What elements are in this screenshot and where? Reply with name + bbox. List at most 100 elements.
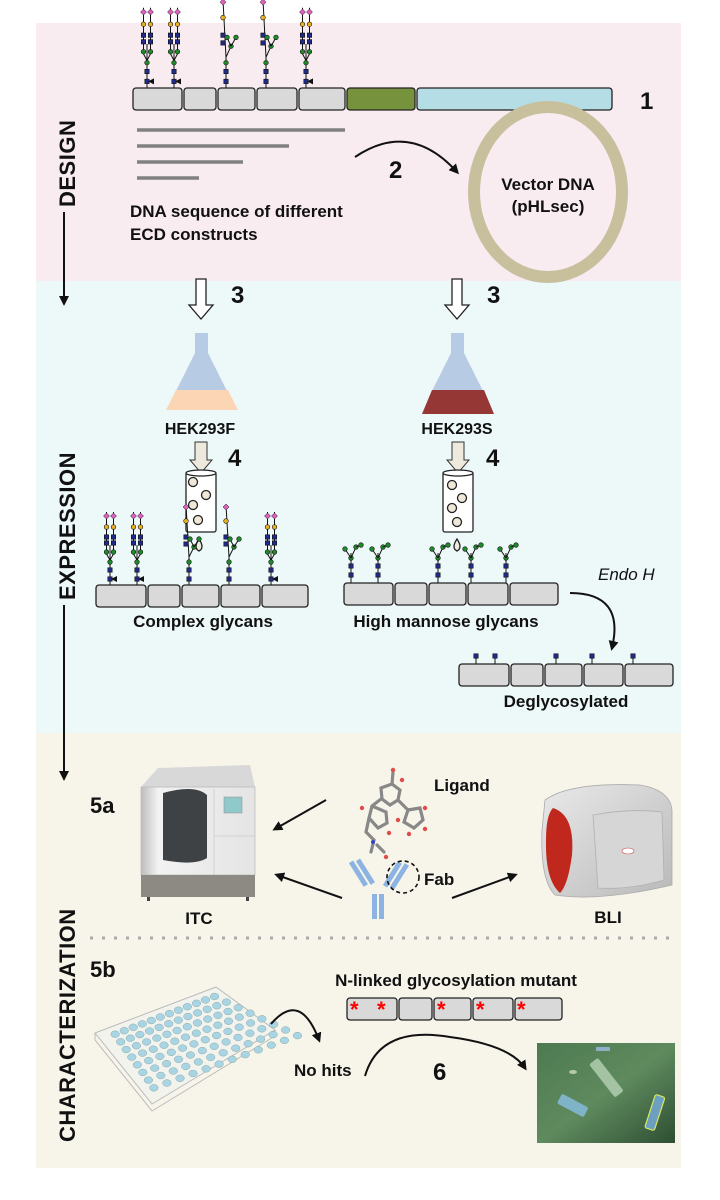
plate-well bbox=[231, 1044, 241, 1052]
stage-characterization-label: CHARACTERIZATION bbox=[55, 908, 80, 1142]
plate-well bbox=[212, 1031, 222, 1040]
stage-expression-label: EXPRESSION bbox=[55, 452, 80, 600]
plate-well bbox=[121, 1045, 131, 1054]
plate-well bbox=[170, 1037, 180, 1045]
sialic-acid-residue bbox=[219, 0, 227, 6]
ecd-domain bbox=[298, 87, 346, 111]
single-glcnac-stubs bbox=[473, 653, 636, 664]
ecd-domain bbox=[544, 663, 583, 687]
glcnac-residue bbox=[220, 32, 226, 38]
glcnac-residue bbox=[299, 32, 305, 38]
mannose-residue bbox=[342, 546, 348, 552]
plate-well bbox=[142, 1038, 152, 1046]
expression-panel bbox=[36, 281, 681, 733]
plate-well bbox=[119, 1027, 129, 1035]
glcnac-residue bbox=[223, 78, 229, 84]
step-3-right-label: 3 bbox=[487, 282, 500, 309]
ecd-domain bbox=[256, 87, 298, 111]
mannose-residue bbox=[358, 542, 364, 548]
plate-well bbox=[214, 1060, 224, 1068]
mannose-residue bbox=[385, 542, 391, 548]
plate-well bbox=[183, 1012, 193, 1021]
glycan-bond bbox=[302, 53, 307, 61]
plate-well bbox=[182, 1003, 192, 1011]
glcnac-residue bbox=[131, 540, 137, 546]
glycan-bond bbox=[305, 53, 310, 61]
mutant-label: N-linked glycosylation mutant bbox=[335, 971, 577, 990]
plate-well bbox=[137, 1020, 147, 1028]
construct-caption-line1: DNA sequence of different bbox=[130, 202, 343, 221]
glcnac-residue bbox=[263, 78, 269, 84]
plate-well bbox=[191, 999, 202, 1007]
plate-well bbox=[223, 1027, 233, 1036]
plate-well bbox=[200, 996, 211, 1004]
mannose-residue bbox=[369, 546, 375, 552]
plate-well bbox=[234, 1013, 244, 1021]
plate-well bbox=[132, 1061, 142, 1069]
ecd-domain bbox=[95, 584, 147, 608]
plate-well bbox=[223, 1017, 234, 1025]
mannose-residue bbox=[268, 559, 274, 565]
sialic-acid-residue bbox=[130, 512, 137, 520]
plate-well bbox=[185, 1051, 195, 1059]
glycan-bond bbox=[173, 53, 178, 61]
mannose-residue bbox=[187, 536, 193, 542]
plate-well bbox=[227, 1055, 237, 1063]
plate-well bbox=[257, 1025, 267, 1033]
high-mannose-protein bbox=[342, 542, 559, 606]
mannose-residue bbox=[226, 559, 232, 565]
glcnac-residue bbox=[223, 541, 229, 547]
glcnac-residue bbox=[223, 69, 229, 75]
galactose-residue bbox=[174, 21, 181, 27]
mannose-residue bbox=[147, 49, 154, 55]
plate-well bbox=[144, 1027, 155, 1035]
deglycosylated-protein bbox=[458, 653, 674, 687]
complex-glycans-label: Complex glycans bbox=[133, 612, 273, 631]
itc-label: ITC bbox=[185, 909, 212, 928]
sialic-acid-residue bbox=[110, 512, 117, 520]
sialic-acid-residue bbox=[140, 8, 147, 16]
antibody-fab-icon bbox=[348, 858, 420, 919]
vector-plasmid-ring bbox=[468, 101, 628, 283]
plate-well bbox=[138, 1068, 148, 1077]
glcnac-residue bbox=[263, 69, 269, 75]
mannose-residue bbox=[445, 542, 451, 548]
mannose-residue bbox=[196, 536, 202, 542]
plate-well bbox=[178, 1044, 188, 1052]
glcnac-residue bbox=[168, 32, 174, 38]
ecd-domain bbox=[428, 582, 467, 606]
plate-well bbox=[192, 1019, 203, 1027]
glcnac-residue bbox=[144, 69, 150, 75]
plate-well bbox=[191, 1029, 201, 1037]
plate-well bbox=[156, 1071, 166, 1080]
glycan-bond bbox=[225, 504, 230, 558]
mutation-star: * bbox=[476, 997, 485, 1022]
glcnac-residue bbox=[271, 540, 277, 546]
glcnac-residue bbox=[375, 563, 381, 569]
mannose-residue bbox=[227, 536, 233, 542]
ligand-molecule-icon bbox=[359, 767, 428, 860]
plate-well bbox=[202, 1005, 212, 1013]
glycosylation-mutant-protein: * * * * * bbox=[346, 997, 563, 1022]
design-panel bbox=[36, 23, 681, 281]
plate-well bbox=[253, 1046, 263, 1054]
ecd-domain bbox=[510, 663, 544, 687]
plate-well bbox=[162, 1030, 172, 1038]
ecd-domain bbox=[217, 87, 256, 111]
mannose-residue bbox=[103, 549, 110, 555]
glcnac-residue bbox=[589, 653, 595, 659]
mannose-residue bbox=[110, 549, 117, 555]
plate-well bbox=[233, 1004, 243, 1012]
glcnac-residue bbox=[306, 39, 312, 45]
sialic-acid-residue bbox=[103, 512, 110, 520]
mutation-star: * bbox=[377, 997, 386, 1022]
ecd-domain bbox=[398, 997, 433, 1021]
fab-label: Fab bbox=[424, 870, 454, 889]
glcnac-residue bbox=[141, 32, 147, 38]
step-4-left-label: 4 bbox=[228, 445, 242, 472]
plate-well bbox=[148, 1045, 158, 1053]
plate-well bbox=[127, 1053, 137, 1061]
transfection-arrow-right bbox=[443, 278, 471, 320]
ecd-domain bbox=[433, 997, 472, 1021]
plate-to-nohits-arrow bbox=[270, 1009, 322, 1043]
